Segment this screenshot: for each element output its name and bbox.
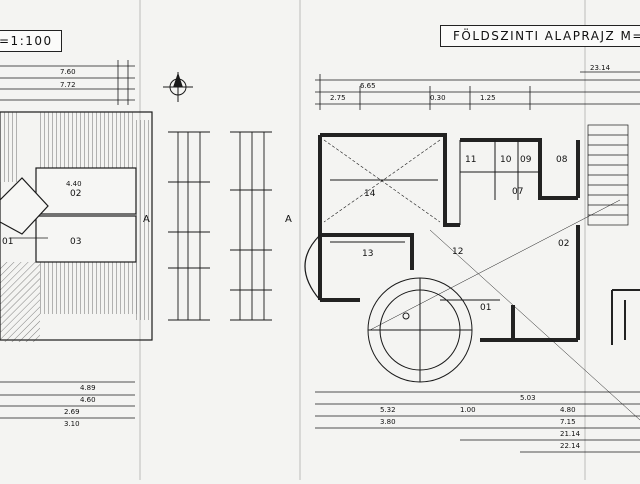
- plan-top-dimension-lines: [315, 71, 640, 110]
- dimension-label: 4.60: [80, 396, 96, 404]
- dimension-label: 7.60: [60, 68, 76, 76]
- dimension-label: 3.10: [64, 420, 80, 428]
- plan-right-edge: [611, 289, 640, 345]
- ground-floor-labels: 14 13 12 11 10 09 08 07 02 01 6.65 2.75 …: [143, 64, 611, 450]
- construction-lines: [369, 199, 640, 421]
- roof-hatch-left: [0, 112, 20, 182]
- roof-hatch-right: [136, 120, 152, 320]
- dimension-label: 2.69: [64, 408, 80, 416]
- room-label: 12: [452, 247, 463, 257]
- section-profiles: [168, 131, 272, 321]
- dimension-label: 5.03: [520, 394, 536, 402]
- section-mark: A: [285, 214, 292, 225]
- dimension-label: 4.80: [560, 406, 576, 414]
- room-label: 07: [512, 187, 523, 197]
- room-label: 01: [2, 237, 13, 247]
- room-label: 08: [556, 155, 568, 165]
- roof-hatch-diagonal: [0, 262, 40, 342]
- plan-interior-lines: [330, 140, 540, 301]
- dimension-label: 7.15: [560, 418, 576, 426]
- room-label: 11: [465, 155, 476, 165]
- roof-bottom-dimension-lines: [0, 381, 135, 419]
- room-label: 02: [558, 239, 569, 249]
- left-bay: [304, 234, 321, 301]
- room-label: 01: [480, 303, 491, 313]
- ground-floor-plan-title: FÖLDSZINTI ALAPRAJZ M=: [440, 25, 640, 47]
- ground-floor-plan: [304, 71, 640, 453]
- dimension-label: 21.14: [560, 430, 581, 438]
- dimension-label: 22.14: [560, 442, 581, 450]
- roof-plan-labels: 02 03 01 7.60 7.72 4.40 4.89 4.60 2.69 3…: [2, 68, 96, 428]
- staircase: [587, 124, 629, 226]
- plan-walls: [318, 133, 580, 342]
- dimension-label: 3.80: [380, 418, 396, 426]
- dimension-label: 4.40: [66, 180, 82, 188]
- dimension-label: 7.72: [60, 81, 76, 89]
- dimension-label: 23.14: [590, 64, 611, 72]
- dimension-label: 6.65: [360, 82, 376, 90]
- north-arrow-icon: [163, 72, 193, 102]
- room-14-void-marks: [323, 139, 441, 223]
- section-mark: A: [143, 214, 150, 225]
- round-terrace: [367, 277, 473, 383]
- dimension-label: 1.00: [460, 406, 476, 414]
- roof-plan-scale-title: =1:100: [0, 30, 62, 52]
- sheet-folds: [139, 0, 586, 480]
- dimension-label: 4.89: [80, 384, 96, 392]
- room-label: 14: [364, 189, 376, 199]
- room-label: 03: [70, 237, 81, 247]
- dimension-label: 5.32: [380, 406, 396, 414]
- plan-bottom-dimension-lines: [315, 391, 640, 453]
- room-label: 02: [70, 189, 81, 199]
- roof-hatch-top: [38, 112, 136, 168]
- dimension-label: 2.75: [330, 94, 346, 102]
- roof-hatch-bottom: [38, 262, 138, 314]
- room-label: 13: [362, 249, 373, 259]
- dimension-label: 0.30: [430, 94, 446, 102]
- roof-plan: [0, 60, 153, 419]
- dimension-label: 1.25: [480, 94, 496, 102]
- room-label: 10: [500, 155, 512, 165]
- room-label: 09: [520, 155, 532, 165]
- roof-top-dimension-lines: [0, 60, 135, 105]
